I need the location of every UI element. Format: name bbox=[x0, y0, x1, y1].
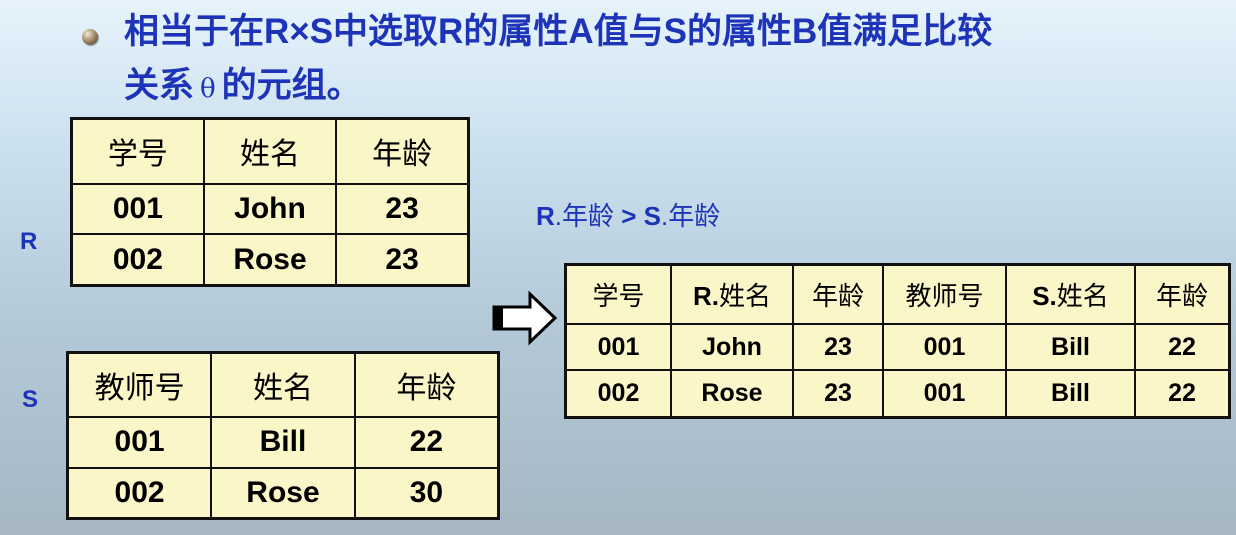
table-row: 001 John 23 bbox=[69, 182, 471, 236]
table-cell: 23 bbox=[792, 369, 884, 420]
table-cell: 23 bbox=[335, 182, 471, 236]
heading-text-tuples: 的元组。 bbox=[221, 66, 362, 105]
table-cell: 23 bbox=[335, 233, 471, 288]
table-cell: 30 bbox=[353, 466, 500, 520]
table-header-row: 学号 姓名 年龄 bbox=[69, 116, 471, 185]
table-cell: 002 bbox=[66, 466, 213, 520]
relation-s-label: S bbox=[22, 386, 39, 413]
column-header: 学号 bbox=[564, 262, 672, 325]
table-cell: 22 bbox=[353, 416, 500, 469]
table-row: 002 Rose 23 001 Bill 22 bbox=[564, 369, 1231, 420]
table-cell: 22 bbox=[1134, 322, 1231, 372]
condition-right-relation: S bbox=[643, 201, 661, 231]
table-cell: Rose bbox=[202, 233, 338, 288]
table-cell: 22 bbox=[1134, 369, 1231, 420]
table-cell: 002 bbox=[564, 369, 672, 420]
column-header: 年龄 bbox=[353, 351, 500, 419]
table-cell: 001 bbox=[882, 322, 1007, 372]
relation-s-table: 教师号 姓名 年龄 001 Bill 22 002 Rose 30 bbox=[66, 351, 500, 520]
table-row: 001 Bill 22 bbox=[66, 416, 500, 469]
table-cell: Bill bbox=[1005, 369, 1136, 420]
right-arrow-icon bbox=[492, 290, 558, 346]
table-cell: John bbox=[202, 182, 338, 236]
column-header: R.姓名 bbox=[670, 262, 794, 325]
table-cell: Bill bbox=[1005, 322, 1136, 372]
table-cell: Rose bbox=[210, 466, 356, 520]
relation-r-label: R bbox=[20, 228, 38, 255]
table-row: 001 John 23 001 Bill 22 bbox=[564, 322, 1231, 372]
condition-left-attribute: .年龄 bbox=[554, 201, 615, 231]
join-condition: R.年龄 > S.年龄 bbox=[536, 196, 720, 233]
column-header: 教师号 bbox=[882, 262, 1007, 325]
table-row: 002 Rose 30 bbox=[66, 466, 500, 520]
heading-text-relation: 关系 bbox=[124, 66, 195, 105]
condition-left-relation: R bbox=[536, 201, 555, 231]
table-cell: 23 bbox=[792, 322, 884, 372]
relation-r-table: 学号 姓名 年龄 001 John 23 002 Rose 23 bbox=[69, 116, 471, 288]
column-header: 年龄 bbox=[335, 116, 471, 185]
table-cell: 001 bbox=[69, 182, 205, 236]
column-header: 姓名 bbox=[202, 116, 338, 185]
table-header-row: 教师号 姓名 年龄 bbox=[66, 351, 500, 419]
condition-right-attribute: .年龄 bbox=[661, 201, 721, 231]
table-cell: 002 bbox=[69, 233, 205, 288]
table-cell: Rose bbox=[670, 369, 794, 420]
column-header: S.姓名 bbox=[1005, 262, 1136, 325]
column-header: 教师号 bbox=[66, 351, 213, 419]
condition-operator: > bbox=[614, 201, 644, 231]
table-cell: 001 bbox=[564, 322, 672, 372]
table-header-row: 学号 R.姓名 年龄 教师号 S.姓名 年龄 bbox=[564, 262, 1231, 325]
bullet-ball-icon bbox=[82, 29, 98, 45]
table-row: 002 Rose 23 bbox=[69, 233, 471, 288]
table-cell: John bbox=[670, 322, 794, 372]
column-header: 年龄 bbox=[1134, 262, 1231, 325]
table-cell: Bill bbox=[210, 416, 356, 469]
column-header: 年龄 bbox=[792, 262, 884, 325]
theta-symbol: θ bbox=[200, 74, 216, 104]
table-cell: 001 bbox=[66, 416, 213, 469]
slide-heading-line-1: 相当于在R×S中选取R的属性A值与S的属性B值满足比较 bbox=[124, 12, 993, 51]
column-header: 学号 bbox=[69, 116, 205, 185]
column-header: 姓名 bbox=[210, 351, 356, 419]
table-cell: 001 bbox=[882, 369, 1007, 420]
join-result-table: 学号 R.姓名 年龄 教师号 S.姓名 年龄 001 John 23 001 B… bbox=[564, 262, 1231, 420]
